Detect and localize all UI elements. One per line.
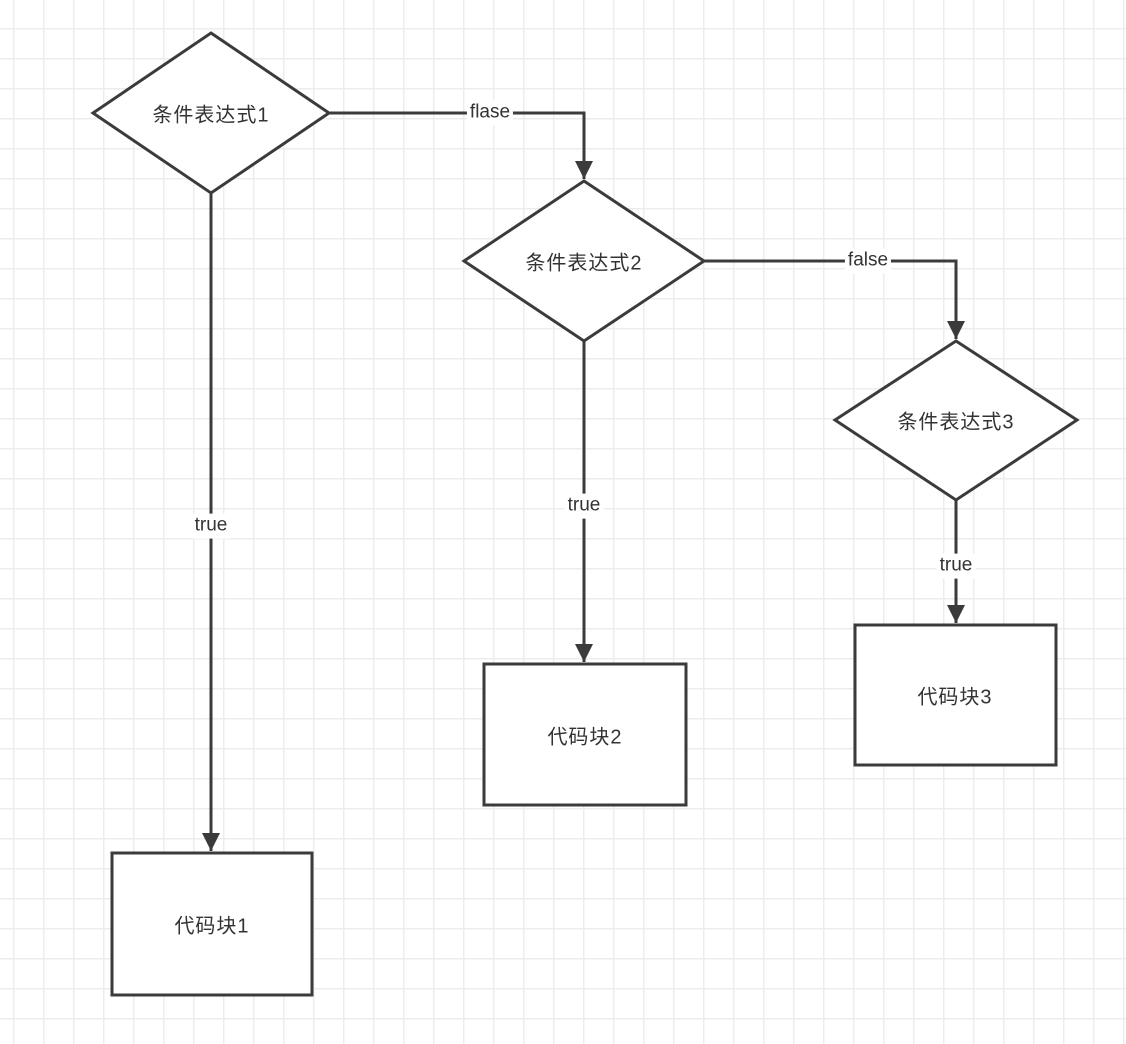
edge-decision1-false[interactable]: [330, 111, 593, 179]
node-block3-rectangle[interactable]: [853, 623, 1058, 767]
node-decision1-label: 条件表达式1: [152, 104, 270, 127]
edge-decision1-true-label: true: [191, 513, 231, 539]
node-block1-rectangle[interactable]: [110, 851, 314, 997]
node-block3-label: 代码块3: [917, 686, 993, 709]
edge-decision2-false[interactable]: [704, 259, 965, 339]
node-decision1-diamond[interactable]: [90, 31, 332, 195]
node-block1-label: 代码块1: [174, 915, 250, 938]
node-block2-rectangle[interactable]: [482, 662, 688, 807]
node-block2-label: 代码块2: [547, 726, 623, 749]
edge-decision2-false-label: false: [844, 248, 892, 274]
edge-decision1-false-label: flase: [466, 100, 514, 126]
node-decision3-label: 条件表达式3: [897, 411, 1015, 434]
node-decision2-label: 条件表达式2: [525, 252, 643, 275]
edge-decision2-true-label: true: [564, 493, 604, 519]
edge-decision3-true-label: true: [936, 553, 976, 579]
node-decision2-diamond[interactable]: [461, 179, 707, 343]
node-decision3-diamond[interactable]: [832, 339, 1080, 502]
